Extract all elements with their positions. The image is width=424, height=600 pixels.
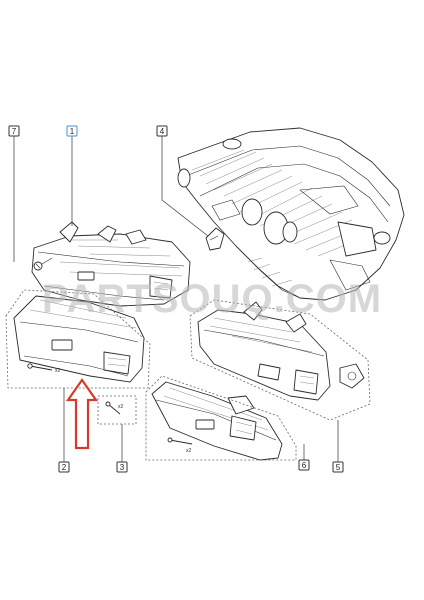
callout-5[interactable]: 5 (332, 461, 344, 473)
glove-box-part-1 (31, 221, 191, 307)
svg-text:5: 5 (336, 463, 341, 472)
dashboard-assembly (177, 127, 405, 301)
glove-box-lid-part-2 (13, 295, 145, 383)
callout-1[interactable]: 1 (66, 125, 78, 137)
screw-part-7 (33, 257, 53, 271)
quantity-mark-left: x2 (55, 368, 61, 374)
svg-text:3: 3 (120, 463, 125, 472)
svg-text:6: 6 (302, 461, 307, 470)
clip-part-4 (205, 227, 225, 251)
callout-2[interactable]: 2 (58, 461, 70, 473)
glove-box-lid-part-6 (151, 381, 283, 461)
callout-4[interactable]: 4 (156, 125, 168, 137)
quantity-mark-right: x2 (186, 448, 192, 454)
callout-6[interactable]: 6 (298, 459, 310, 471)
callout-7[interactable]: 7 (8, 125, 20, 137)
svg-text:7: 7 (12, 127, 17, 136)
frame-part-6 (145, 375, 297, 461)
red-arrow-icon (65, 378, 99, 450)
frame-part-2 (5, 289, 151, 389)
screws-part-3 (105, 401, 121, 415)
svg-text:4: 4 (160, 127, 165, 136)
frame-part-5 (189, 299, 371, 421)
quantity-mark-center: x2 (118, 404, 124, 410)
svg-text:1: 1 (70, 127, 75, 136)
callout-3[interactable]: 3 (116, 461, 128, 473)
seal-part-5 (339, 363, 365, 389)
svg-text:2: 2 (62, 463, 67, 472)
watermark: PARTSOUQ.COM (42, 277, 382, 321)
leader-4b (161, 199, 209, 237)
glove-box-part-5 (197, 301, 331, 401)
frame-part-3 (97, 395, 137, 425)
